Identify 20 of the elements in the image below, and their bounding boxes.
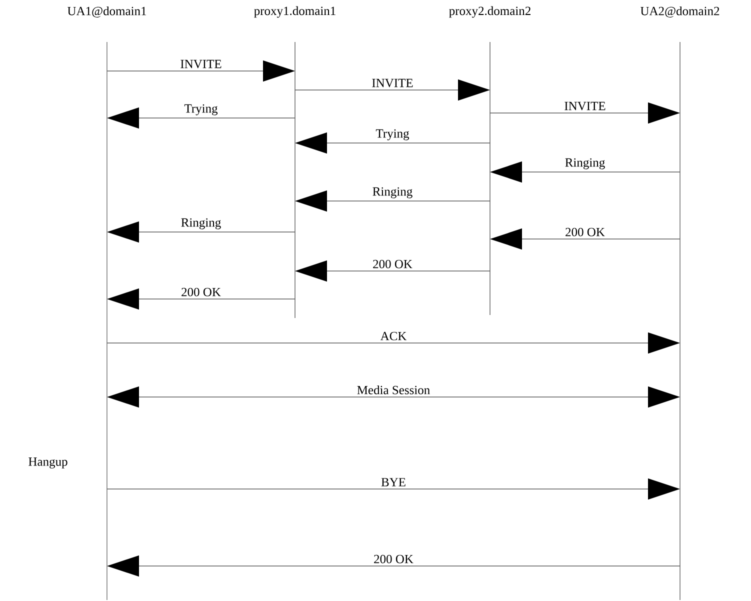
participant-label: UA1@domain1 bbox=[68, 6, 146, 18]
message-label: 200 OK bbox=[372, 554, 414, 564]
message-label: Trying bbox=[374, 128, 410, 142]
message-label: Trying bbox=[183, 103, 219, 116]
note-text: Hangup bbox=[28, 458, 68, 468]
message-label: Ringing bbox=[564, 157, 606, 170]
message-label: Ringing bbox=[371, 186, 414, 200]
message-label: Media Session bbox=[356, 384, 432, 396]
message-label: INVITE bbox=[179, 58, 223, 70]
participant-label: proxy1.domain1 bbox=[254, 6, 336, 18]
participant-label: UA2@domain2 bbox=[640, 6, 720, 18]
message-label: BYE bbox=[380, 477, 407, 488]
message-label: 200 OK bbox=[180, 286, 222, 298]
message-label: INVITE bbox=[370, 78, 414, 88]
message-label: INVITE bbox=[563, 100, 607, 112]
message-label: Ringing bbox=[180, 217, 222, 230]
participant-label: proxy2.domain2 bbox=[449, 6, 530, 18]
message-label: ACK bbox=[379, 330, 408, 342]
message-label: 200 OK bbox=[372, 258, 414, 270]
message-label: 200 OK bbox=[564, 226, 606, 238]
